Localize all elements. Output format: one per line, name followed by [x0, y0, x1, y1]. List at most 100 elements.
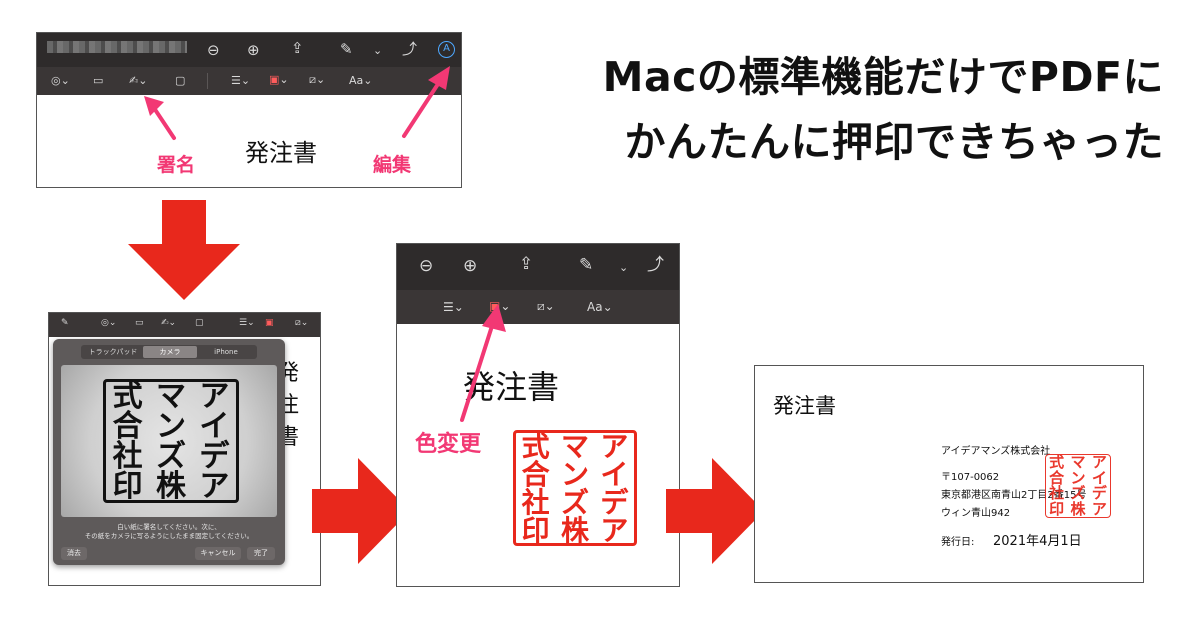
stamp-char: ン	[1070, 468, 1086, 487]
signature-icon[interactable]: ✍⌄	[129, 74, 148, 87]
signature-icon[interactable]: ✍⌄	[161, 318, 177, 328]
stamp-char: 合	[521, 458, 550, 491]
arrow-right-2	[666, 458, 764, 564]
note-icon[interactable]: ▢	[175, 74, 186, 87]
zoom-out-icon[interactable]: ⊖	[419, 256, 434, 276]
toolbar: ⊖ ⊕ ⇪ ✎ ⌄ ⤴ ☰⌄ ▣⌄ ⧄⌄ Aa⌄	[397, 244, 679, 324]
callout-arrow-signature	[144, 96, 176, 140]
line-style-icon[interactable]: ☰⌄	[231, 74, 251, 87]
share-icon[interactable]: ⇪	[291, 39, 304, 57]
stamp-char: マ	[560, 430, 589, 463]
stamp-char: 株	[155, 469, 186, 504]
chevron-down-icon[interactable]: ⌄	[619, 261, 629, 274]
stamp-char: デ	[1091, 484, 1107, 503]
clear-button[interactable]: 消去	[61, 547, 87, 560]
stamp-char: デ	[600, 486, 629, 519]
note-icon[interactable]: ▢	[195, 318, 204, 328]
stamp-char: ン	[155, 409, 186, 444]
tab-trackpad[interactable]: トラックパッド	[88, 348, 138, 356]
highlight-icon[interactable]: ✎	[579, 255, 594, 275]
toolbar-row-top: ⊖ ⊕ ⇪ ✎ ⌄ ⤴ A	[37, 33, 461, 67]
address-line1: 東京都港区南青山2丁目2番15号	[941, 490, 1087, 501]
font-label: Aa	[587, 300, 603, 314]
done-button[interactable]: 完了	[247, 547, 275, 560]
toolbar-row-top: ⊖ ⊕ ⇪ ✎ ⌄ ⤴	[397, 244, 679, 290]
markup-icon[interactable]: ✎	[61, 318, 69, 328]
arrow-right-1	[312, 458, 410, 564]
panel-preview-toolbar: ⊖ ⊕ ⇪ ✎ ⌄ ⤴ A ◎⌄ ▭ ✍⌄ ▢ ☰⌄ ▣⌄ ⧄⌄ Aa⌄ 発注書…	[36, 32, 462, 188]
font-icon[interactable]: Aa⌄	[587, 300, 613, 314]
address-line2: ウィン青山942	[941, 508, 1011, 519]
line-style-icon[interactable]: ☰⌄	[239, 318, 255, 328]
rotate-icon[interactable]: ⤴	[647, 255, 664, 275]
capture-tabs: トラックパッド カメラ iPhone	[81, 345, 257, 359]
shapes-icon[interactable]: ◎⌄	[101, 318, 117, 328]
zoom-in-icon[interactable]: ⊕	[463, 256, 478, 276]
instruction-line2: その紙をカメラに写るようにしたまま固定してください。	[84, 532, 254, 540]
stamp-char: マ	[1070, 453, 1086, 472]
blurred-filename	[47, 41, 187, 53]
shapes-icon[interactable]: ◎⌄	[51, 74, 70, 87]
stamp-char: 社	[112, 439, 143, 474]
border-color-icon[interactable]: ▣⌄	[489, 299, 511, 313]
arrow-down	[128, 200, 240, 300]
issue-date-label: 発行日:	[941, 537, 975, 548]
stamp-char: ン	[560, 458, 589, 491]
toolbar-row-markup: ◎⌄ ▭ ✍⌄ ▢ ☰⌄ ▣⌄ ⧄⌄ Aa⌄	[37, 67, 461, 95]
stamp-char: 社	[1049, 484, 1065, 503]
stamp-char: ア	[199, 379, 230, 414]
signature-popover: トラックパッド カメラ iPhone 式 マ ア 合 ン イ 社 ズ デ 印 株…	[53, 339, 285, 565]
stamp-char: ア	[1091, 499, 1107, 518]
zoom-out-icon[interactable]: ⊖	[207, 41, 220, 59]
text-box-icon[interactable]: ▭	[135, 318, 144, 328]
markup-icon[interactable]: A	[438, 41, 455, 58]
camera-preview: 式 マ ア 合 ン イ 社 ズ デ 印 株 ア	[61, 365, 277, 517]
toolbar: ✎ ◎⌄ ▭ ✍⌄ ▢ ☰⌄ ▣ ⧄⌄	[49, 313, 320, 337]
issue-date: 2021年4月1日	[993, 534, 1082, 549]
toolbar: ⊖ ⊕ ⇪ ✎ ⌄ ⤴ A ◎⌄ ▭ ✍⌄ ▢ ☰⌄ ▣⌄ ⧄⌄ Aa⌄	[37, 33, 461, 95]
share-icon[interactable]: ⇪	[519, 254, 534, 274]
panel-color-change: ⊖ ⊕ ⇪ ✎ ⌄ ⤴ ☰⌄ ▣⌄ ⧄⌄ Aa⌄ 発注書 色変更 式 マ ア 合…	[396, 243, 680, 587]
instruction-line1: 白い紙に署名してください。次に、	[117, 523, 221, 531]
toolbar-row-markup: ☰⌄ ▣⌄ ⧄⌄ Aa⌄	[397, 290, 679, 324]
chevron-down-icon[interactable]: ⌄	[373, 44, 383, 57]
instruction-text: 白い紙に署名してください。次に、 その紙をカメラに写るようにしたまま固定してくだ…	[53, 523, 285, 541]
panel-signature-capture: ✎ ◎⌄ ▭ ✍⌄ ▢ ☰⌄ ▣ ⧄⌄ 発注書 トラックパッド カメラ iPho…	[48, 312, 321, 586]
toolbar-separator	[207, 73, 208, 89]
stamp-char: ズ	[560, 486, 589, 519]
stamp-char: 株	[1070, 499, 1086, 518]
callout-color: 色変更	[415, 432, 482, 457]
font-icon[interactable]: Aa⌄	[349, 74, 373, 87]
font-label: Aa	[349, 74, 364, 87]
text-box-icon[interactable]: ▭	[93, 74, 104, 87]
rotate-icon[interactable]: ⤴	[402, 40, 418, 58]
stamp-char: ア	[199, 469, 230, 504]
fill-color-icon[interactable]: ⧄⌄	[309, 73, 326, 86]
stamp-char: マ	[155, 379, 186, 414]
headline: Macの標準機能だけでPDFに かんたんに押印できちゃった	[484, 52, 1164, 169]
stamp-char: 合	[1049, 468, 1065, 487]
callout-arrow-color	[460, 304, 506, 422]
highlight-icon[interactable]: ✎	[340, 40, 353, 58]
stamp-char: ズ	[155, 439, 186, 474]
doc-title: 発注書	[245, 139, 317, 167]
stamp-char: 印	[112, 469, 143, 504]
line-style-icon[interactable]: ☰⌄	[443, 300, 464, 314]
headline-line1: Macの標準機能だけでPDFに	[602, 53, 1164, 101]
callout-signature: 署名	[157, 154, 196, 176]
callout-arrow-edit	[402, 66, 450, 138]
fill-color-icon[interactable]: ⧄⌄	[295, 318, 309, 328]
postal-code: 〒107-0062	[941, 472, 1000, 483]
tab-iphone[interactable]: iPhone	[214, 348, 238, 356]
headline-line2: かんたんに押印できちゃった	[624, 118, 1164, 167]
border-color-icon[interactable]: ▣⌄	[269, 73, 289, 86]
stamp-char: ア	[600, 430, 629, 463]
tab-camera[interactable]: カメラ	[143, 346, 197, 358]
fill-color-icon[interactable]: ⧄⌄	[537, 299, 555, 313]
callout-edit: 編集	[373, 154, 412, 176]
border-color-icon[interactable]: ▣	[265, 318, 274, 328]
zoom-in-icon[interactable]: ⊕	[247, 41, 260, 59]
stamp-char: 株	[560, 514, 589, 547]
cancel-button[interactable]: キャンセル	[195, 547, 241, 560]
stamp-char: 印	[1049, 499, 1065, 518]
